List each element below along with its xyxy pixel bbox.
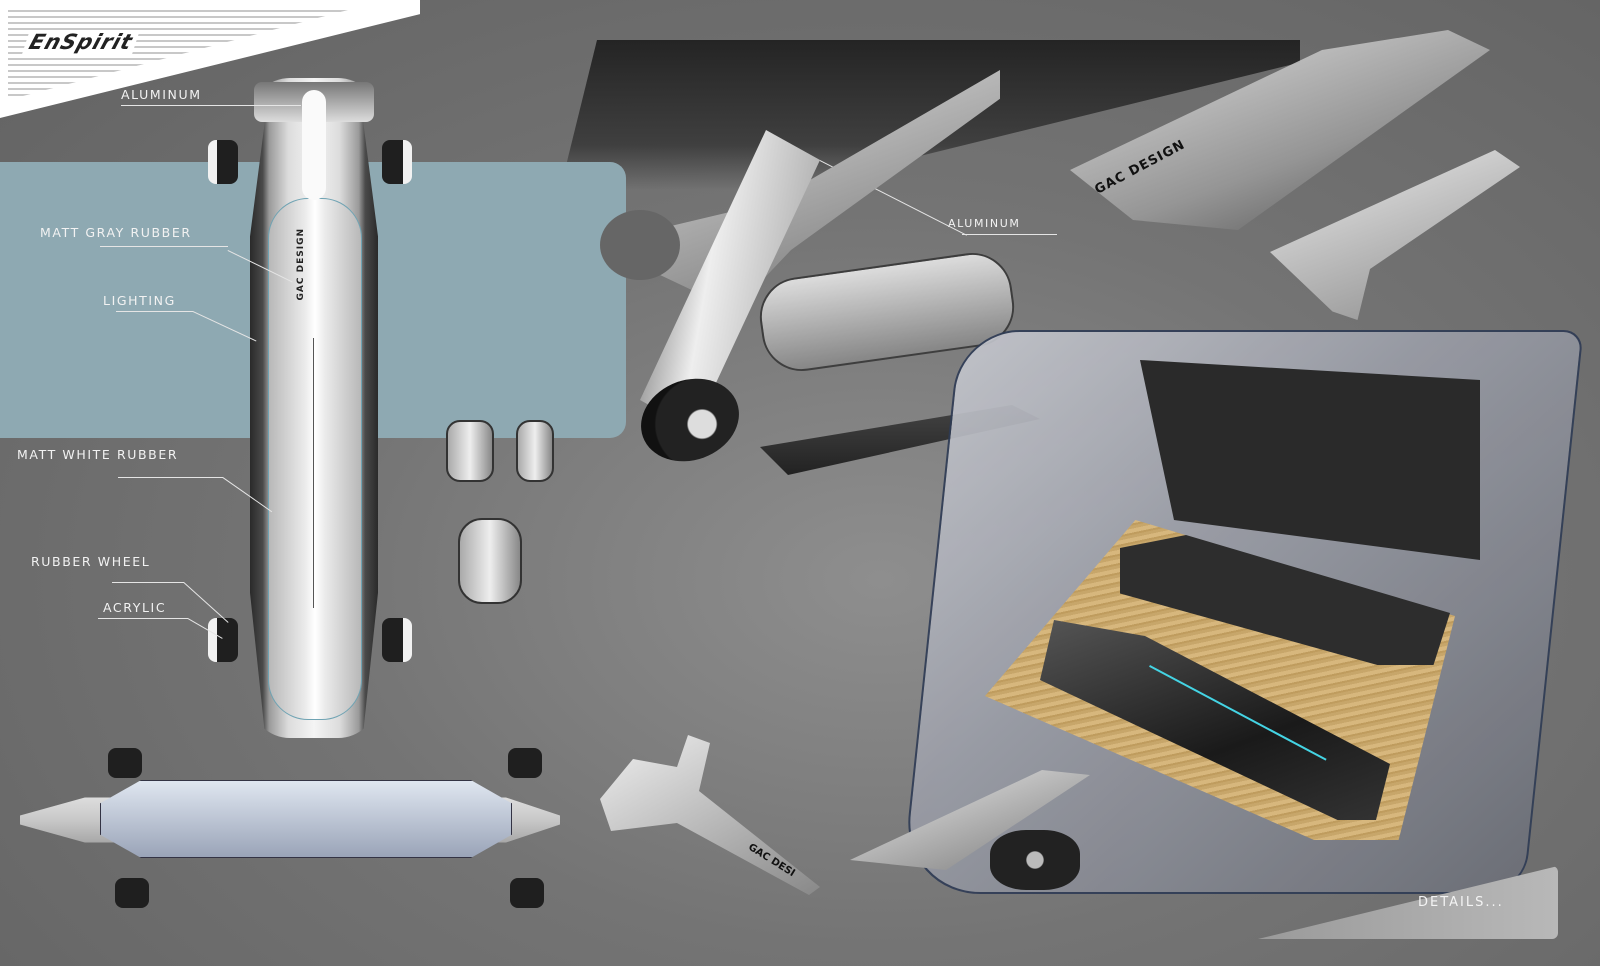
callout-aluminum-right: ALUMINUM (948, 217, 1021, 230)
callout-matt-white-rubber: MATT WHITE RUBBER (17, 447, 179, 462)
rear-left-wheel (208, 618, 238, 662)
callout-leader (100, 246, 228, 247)
truck-opening (600, 210, 680, 280)
bottom-wheel (108, 748, 142, 778)
callout-acrylic: ACRYLIC (103, 600, 167, 615)
callout-rubber-wheel: RUBBER WHEEL (31, 554, 151, 569)
callout-leader (118, 477, 223, 478)
enspirit-logo: EnSpirit (22, 30, 141, 54)
bottom-wheel (510, 878, 544, 908)
deck-brand-text: GAC DESIGN (296, 228, 306, 301)
callout-matt-gray-rubber: MATT GRAY RUBBER (40, 225, 192, 240)
callout-leader (112, 582, 184, 583)
front-left-wheel (208, 140, 238, 184)
deck-rubber-pad (268, 198, 362, 720)
callout-leader (116, 311, 193, 312)
wheel-sketch (516, 420, 554, 482)
deck-center-line (313, 338, 314, 608)
hub-sketch-bottom (990, 830, 1080, 890)
callout-leader (121, 105, 301, 106)
bottom-wheel (508, 748, 542, 778)
bottom-truck-plate (100, 780, 512, 858)
callout-leader (98, 618, 188, 619)
callout-leader (962, 234, 1057, 235)
deck-center-stem (302, 90, 326, 200)
callout-aluminum-top: ALUMINUM (121, 87, 202, 102)
callout-lighting: LIGHTING (103, 293, 176, 308)
bottom-wheel (115, 878, 149, 908)
wheel-sketch (458, 518, 522, 604)
skateboard-top-view: GAC DESIGN (250, 78, 378, 738)
details-link[interactable]: DETAILS... (1418, 895, 1504, 910)
wheel-sketch (446, 420, 494, 482)
rear-right-wheel (382, 618, 412, 662)
front-right-wheel (382, 140, 412, 184)
